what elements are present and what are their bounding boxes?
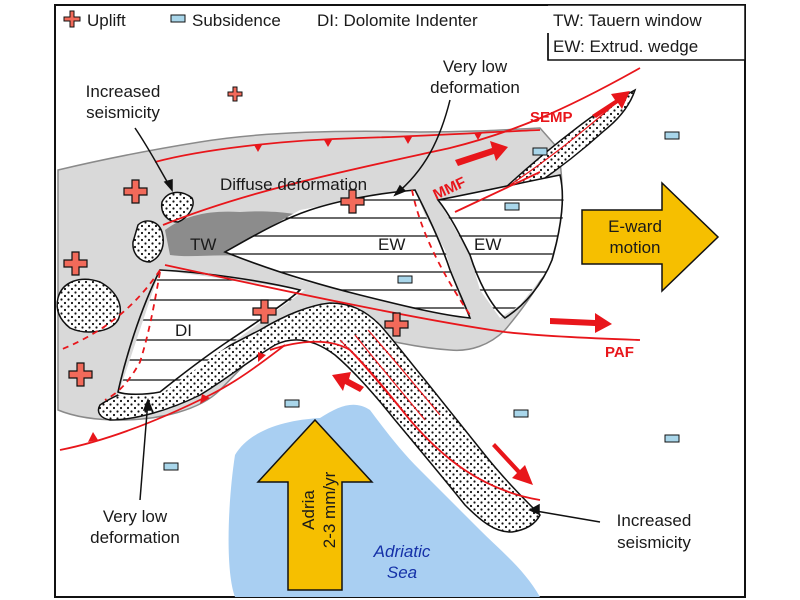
uplift-icon — [68, 362, 93, 387]
dotted-belt-south — [97, 302, 541, 533]
very-low-deformation-top-line2: deformation — [430, 78, 520, 97]
increased-seismicity-top-line2: seismicity — [86, 103, 160, 122]
very-low-deformation-bottom-line2: deformation — [90, 528, 180, 547]
subsidence-icon — [664, 434, 680, 443]
eward-motion-arrow — [581, 181, 720, 293]
southern-fault-1 — [269, 340, 541, 501]
adriatic-sea-line2: Sea — [387, 563, 417, 582]
mmf-fault — [454, 171, 541, 213]
uplift-icon — [340, 189, 365, 214]
uplift-icon — [384, 312, 409, 337]
legend-extruded: EW: Extrud. wedge — [553, 37, 698, 56]
dotted-body-2 — [132, 220, 164, 263]
subsidence-icon — [163, 462, 179, 471]
adria-line1: Adria — [299, 490, 318, 530]
subsidence-icon — [170, 14, 186, 23]
dotted-body-3 — [56, 278, 121, 333]
uplift-icon — [63, 10, 81, 28]
uplift-icon — [227, 86, 243, 102]
northern-thrust — [154, 129, 541, 163]
diffuse-deformation-label: Diffuse deformation — [220, 175, 367, 194]
very-low-deformation-top-line1: Very low — [443, 57, 508, 76]
extruded-wedge — [223, 174, 565, 319]
subsidence-icon — [397, 275, 413, 284]
uplift-markers — [63, 10, 409, 387]
uplift-icon — [63, 251, 88, 276]
increased-seismicity-top-line1: Increased — [86, 82, 161, 101]
ew-label-right: EW — [474, 235, 501, 254]
legend-dolomite: DI: Dolomite Indenter — [317, 11, 478, 30]
paf-label: PAF — [605, 344, 634, 361]
subsidence-icon — [513, 409, 529, 418]
paf-fault — [164, 264, 641, 341]
adria-line2: 2-3 mm/yr — [320, 471, 339, 548]
legend-tauern: TW: Tauern window — [553, 11, 702, 30]
motion-arrows — [332, 91, 630, 485]
subsidence-icon — [284, 399, 300, 408]
subsidence-icon — [504, 202, 520, 211]
increased-seismicity-bottom-line2: seismicity — [617, 533, 691, 552]
adria-arrow — [256, 418, 374, 591]
subsidence-markers — [163, 14, 680, 471]
legend-subsidence: Subsidence — [192, 11, 281, 30]
dotted-body-1 — [160, 191, 194, 223]
di-label: DI — [175, 321, 192, 340]
semp-fault — [162, 67, 641, 226]
adriatic-sea-line1: Adriatic — [373, 542, 431, 561]
legend-uplift: Uplift — [87, 11, 126, 30]
subsidence-icon — [664, 131, 680, 140]
uplift-icon — [123, 179, 148, 204]
very-low-deformation-bottom-line1: Very low — [103, 507, 168, 526]
thrust-teeth — [88, 133, 482, 442]
subsidence-icon — [532, 147, 548, 156]
increased-seismicity-bottom-line1: Increased — [617, 511, 692, 530]
ew-label-left: EW — [378, 235, 405, 254]
eward-motion-line2: motion — [609, 238, 660, 257]
uplift-icon — [252, 299, 277, 324]
eward-motion-line1: E-ward — [608, 217, 662, 236]
semp-label: SEMP — [530, 109, 573, 126]
map-labels: Increased seismicity Very low deformatio… — [86, 57, 692, 582]
tw-label: TW — [190, 235, 216, 254]
fault-lines — [59, 67, 641, 501]
leader-lines — [134, 99, 601, 523]
legend: Uplift Subsidence DI: Dolomite Indenter … — [87, 4, 746, 61]
